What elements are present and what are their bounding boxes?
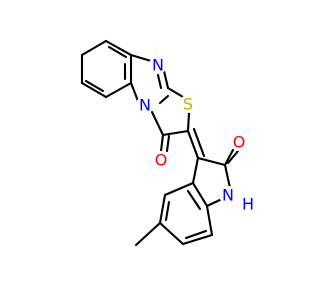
atom-symbol: N xyxy=(152,56,164,75)
bond-double-inner xyxy=(107,45,128,59)
atom-o-lactam: O xyxy=(230,133,248,152)
atom-symbol: O xyxy=(233,133,246,152)
bond xyxy=(196,156,227,167)
atom-symbol: O xyxy=(155,151,168,170)
atom-symbol: N xyxy=(139,96,151,115)
atom-symbol: N xyxy=(222,186,234,205)
bond xyxy=(223,163,232,190)
atom-label-background xyxy=(179,95,197,113)
bond xyxy=(186,129,200,160)
bond xyxy=(226,149,240,165)
bond xyxy=(104,39,133,57)
bond xyxy=(80,81,108,99)
atom-label-background xyxy=(230,133,248,151)
bond xyxy=(150,110,165,137)
bond xyxy=(162,69,170,90)
bond xyxy=(192,127,206,158)
bond xyxy=(186,111,191,133)
atom-s-ring: S xyxy=(179,95,197,114)
atom-label-background xyxy=(152,151,170,169)
bond xyxy=(223,148,235,167)
bond xyxy=(129,81,140,103)
chemical-structure-diagram: N N S O O N H xyxy=(80,39,256,247)
atom-label-background xyxy=(136,96,154,114)
atom-symbol: H xyxy=(242,195,254,214)
atom-labels: N N S O O N H xyxy=(136,56,256,214)
atom-h-indole: H xyxy=(240,195,256,214)
bond xyxy=(158,221,185,246)
bond xyxy=(158,193,167,225)
bond xyxy=(161,129,190,137)
bond xyxy=(163,181,195,197)
bond xyxy=(159,133,165,153)
bond-double-inner xyxy=(156,73,163,90)
atom-label-background xyxy=(219,186,237,204)
bond-double-inner xyxy=(164,200,171,222)
bond-double-inner xyxy=(186,189,202,211)
bond xyxy=(181,233,214,246)
bond-double-inner xyxy=(184,229,208,240)
bond xyxy=(205,204,214,237)
bond xyxy=(205,197,224,208)
atom-label-background xyxy=(240,196,256,212)
atom-n-indole: N xyxy=(219,186,237,205)
bond-double-inner xyxy=(84,79,105,93)
bonds xyxy=(80,39,240,247)
bond xyxy=(165,134,171,153)
bond xyxy=(134,221,162,247)
atom-n-imine: N xyxy=(149,56,167,75)
atom-label-background xyxy=(149,56,167,74)
bond xyxy=(158,94,170,105)
atom-n-bridge: N xyxy=(136,96,154,115)
atom-o-thiazolone: O xyxy=(152,151,170,170)
bond xyxy=(129,53,153,63)
bond xyxy=(191,156,200,185)
bond xyxy=(191,181,209,208)
bond xyxy=(104,81,133,99)
bond xyxy=(166,86,185,99)
atom-symbol: S xyxy=(183,95,193,114)
bond xyxy=(80,39,108,57)
